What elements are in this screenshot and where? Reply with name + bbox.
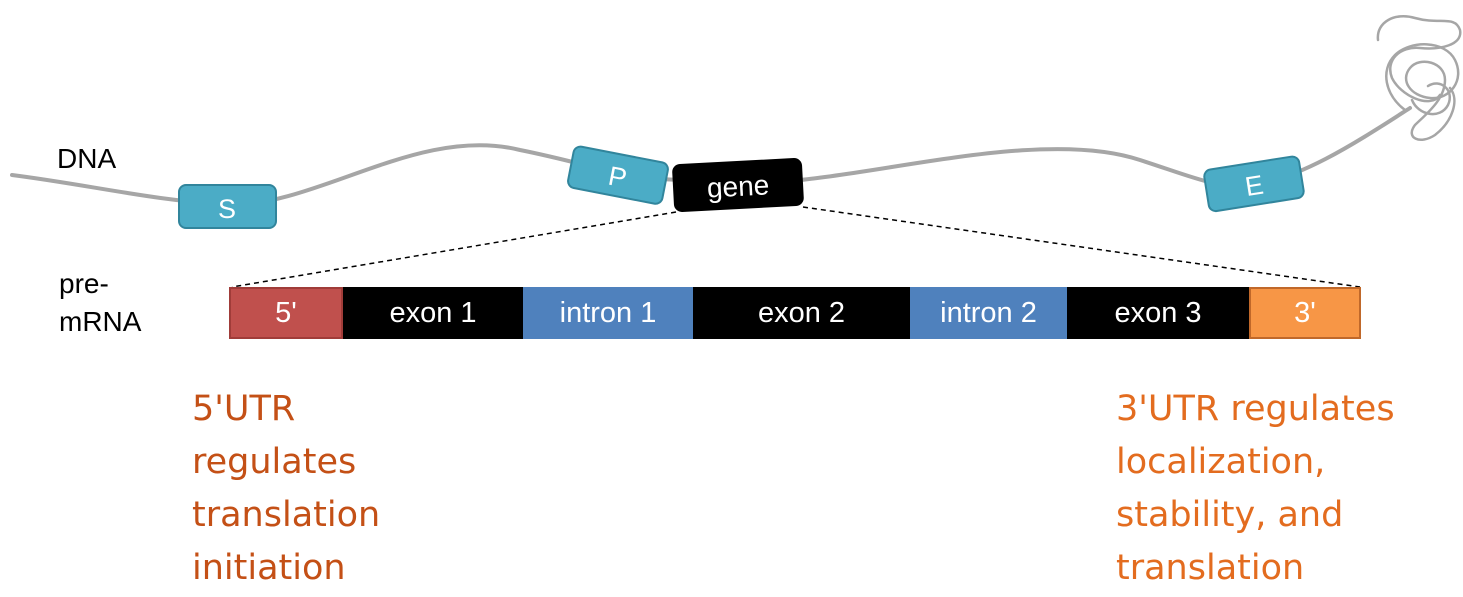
premrna-label-line1: pre- xyxy=(59,268,109,299)
projection-line-right xyxy=(802,206,1361,288)
gene-label: gene xyxy=(706,169,770,203)
segment-exon-1: exon 1 xyxy=(343,287,523,339)
silencer-box: S xyxy=(178,184,277,229)
note-5utr: 5'UTR regulates translation initiation xyxy=(192,383,380,595)
premrna-label: pre- mRNA xyxy=(59,268,141,338)
segment-intron-1: intron 1 xyxy=(523,287,693,339)
note-5utr-line3: translation xyxy=(192,495,381,535)
note-3utr-line4: translation xyxy=(1116,548,1305,588)
chromatin-coil-icon xyxy=(1376,15,1462,141)
note-5utr-line4: initiation xyxy=(192,548,346,588)
promoter-box: P xyxy=(567,145,669,205)
segment-exon-3: exon 3 xyxy=(1067,287,1249,339)
note-5utr-line1: 5'UTR xyxy=(192,389,296,429)
gene-box: gene xyxy=(672,158,804,212)
note-5utr-line2: regulates xyxy=(192,442,357,482)
segment-intron-2: intron 2 xyxy=(910,287,1067,339)
silencer-label: S xyxy=(218,194,236,224)
promoter-label: P xyxy=(606,161,629,194)
projection-line-left xyxy=(231,211,677,288)
note-3utr-line2: localization, xyxy=(1116,442,1326,482)
note-3utr-line1: 3'UTR regulates xyxy=(1116,389,1395,429)
segment-3utr: 3' xyxy=(1249,287,1361,339)
enhancer-box: E xyxy=(1203,155,1305,213)
premrna-label-line2: mRNA xyxy=(59,306,142,338)
note-3utr: 3'UTR regulates localization, stability,… xyxy=(1116,383,1395,595)
note-3utr-line3: stability, and xyxy=(1116,495,1344,535)
enhancer-label: E xyxy=(1243,170,1265,202)
segment-5utr: 5' xyxy=(229,287,343,339)
dna-label: DNA xyxy=(57,143,117,174)
segment-exon-2: exon 2 xyxy=(693,287,910,339)
